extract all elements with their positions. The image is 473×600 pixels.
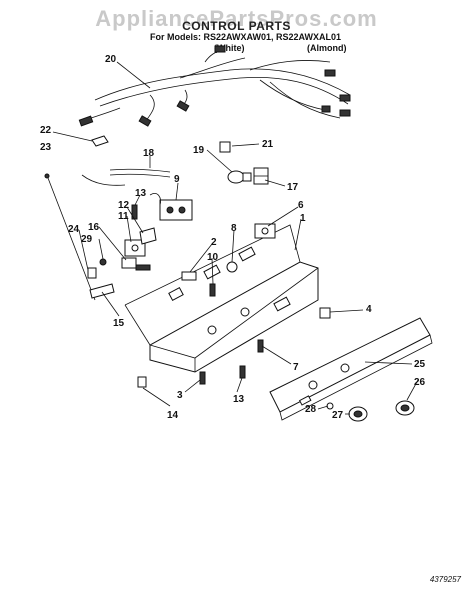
clip-part-14 — [137, 376, 147, 388]
models-line: For Models: RS22AWXAW01, RS22AWXAL01 — [150, 32, 342, 42]
knob-part-26 — [395, 400, 415, 416]
capillary-part-18 — [81, 174, 126, 186]
callout-25: 25 — [414, 359, 426, 370]
callout-21: 21 — [262, 139, 274, 150]
variant-almond: (Almond) — [307, 43, 347, 53]
grommet-part-8 — [226, 261, 238, 273]
bracket-part-15 — [89, 283, 115, 299]
callout-7: 7 — [293, 362, 299, 373]
clip-part-22 — [91, 135, 109, 147]
document-number: 4379257 — [429, 575, 461, 584]
callout-10: 10 — [207, 252, 219, 263]
rod-end-23 — [44, 173, 50, 179]
callout-15: 15 — [113, 318, 125, 329]
callout-6: 6 — [298, 200, 304, 211]
screw-part-3 — [199, 371, 206, 385]
callout-9: 9 — [174, 174, 180, 185]
callout-11: 11 — [118, 211, 129, 222]
lamp-bulb-19 — [227, 170, 252, 184]
screw-part-29 — [99, 258, 107, 266]
callout-12: 12 — [118, 200, 130, 211]
tube-part-18 — [109, 168, 171, 178]
callout-27: 27 — [332, 410, 344, 421]
clip-part-24 — [87, 267, 97, 279]
callout-2: 2 — [211, 237, 217, 248]
callout-8: 8 — [231, 223, 237, 234]
bracket-part-12 — [139, 227, 157, 245]
callout-17: 17 — [287, 182, 299, 193]
callout-13-top: 13 — [135, 188, 147, 199]
callout-24: 24 — [68, 224, 80, 235]
callout-18: 18 — [143, 148, 155, 159]
callout-1: 1 — [300, 213, 306, 224]
callout-4: 4 — [366, 304, 372, 315]
callout-23: 23 — [40, 142, 52, 153]
rod-part-23 — [47, 177, 96, 301]
wire-harness-illustration — [78, 45, 351, 127]
callout-19: 19 — [193, 145, 205, 156]
damper-control-11 — [124, 239, 146, 257]
control-housing-1 — [124, 224, 319, 373]
cold-control-9 — [149, 193, 193, 221]
watermark: AppliancePartsPros.com — [95, 6, 378, 31]
callout-29: 29 — [81, 234, 93, 245]
light-switch-6 — [254, 223, 276, 239]
diagram-title: CONTROL PARTS — [182, 19, 291, 33]
knob-part-27 — [348, 406, 368, 422]
callout-26: 26 — [414, 377, 426, 388]
variant-white: (White) — [214, 43, 245, 53]
bracket-part-21 — [219, 141, 231, 153]
control-panel-25 — [269, 317, 433, 421]
screw-part-13-bottom — [239, 365, 246, 379]
callout-13-bottom: 13 — [233, 394, 245, 405]
clip-part-4 — [319, 307, 331, 319]
callout-20: 20 — [105, 54, 117, 65]
callout-28: 28 — [305, 404, 317, 415]
callout-22: 22 — [40, 125, 52, 136]
callout-3: 3 — [177, 390, 183, 401]
callout-14: 14 — [167, 410, 179, 421]
leader-lines — [52, 61, 419, 415]
lamp-socket-17 — [253, 167, 269, 185]
screw-part-10 — [209, 283, 216, 297]
screw-part-7 — [257, 339, 264, 353]
callout-16: 16 — [88, 222, 100, 233]
clip-part-2 — [181, 271, 197, 281]
knob-shaft-16 — [121, 257, 151, 271]
